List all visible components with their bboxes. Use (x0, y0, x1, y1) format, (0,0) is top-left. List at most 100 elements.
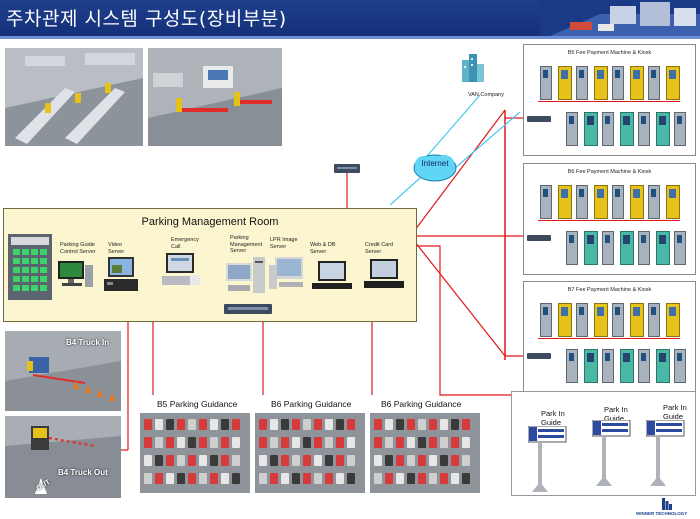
network-switch-top (334, 164, 360, 173)
fee-payment-kiosk (666, 66, 680, 100)
fee-payment-kiosk (630, 303, 644, 337)
fee-payment-kiosk (576, 66, 588, 100)
device-label-guide-control: Parking Guide Control Server (60, 242, 96, 255)
guidance-photo-b6-second (370, 413, 480, 493)
guidance-label-b6: B6 Parking Guidance (271, 399, 352, 409)
fee-payment-kiosk (602, 112, 614, 146)
emergency-call-icon (162, 253, 200, 285)
fee-payment-kiosk (674, 231, 686, 265)
room-title: Parking Management Room (141, 216, 279, 228)
guide-display-panel (8, 234, 52, 300)
web-db-server-icon (312, 261, 352, 289)
fee-payment-kiosk (656, 231, 670, 265)
gate-photo-2 (148, 48, 282, 146)
device-label-lpr-image-server: LPR Image Server (270, 237, 298, 250)
fee-payment-kiosk (566, 112, 578, 146)
park-in-sign-icon (592, 420, 631, 486)
fee-payment-kiosk (630, 66, 644, 100)
page-title: 주차관제 시스템 구성도(장비부분) (6, 8, 287, 30)
video-server-icon (104, 257, 138, 291)
gate-photo-1 (5, 48, 143, 146)
fee-payment-kiosk (576, 185, 588, 219)
fee-payment-kiosk (558, 185, 572, 219)
guidance-label-b5: B5 Parking Guidance (157, 399, 238, 409)
building-icon (462, 54, 484, 82)
device-label-credit-card-server: Credit Card Server (365, 242, 394, 255)
truck-out-label: B4 Truck Out (58, 468, 108, 477)
fee-payment-kiosk (656, 112, 670, 146)
parking-management-room: Parking Management Room Parking Guide Co… (3, 208, 417, 322)
park-in-guide-label-2: Park In Guide (604, 405, 628, 423)
management-server-icon (226, 257, 265, 293)
kiosk-bus-line (538, 220, 680, 221)
fee-payment-kiosk (540, 303, 552, 337)
van-company-label: VAN Company (468, 92, 504, 98)
fee-payment-kiosk (674, 112, 686, 146)
fee-payment-kiosk (674, 349, 686, 383)
truck-in-label: B4 Truck In (66, 338, 110, 347)
fee-payment-kiosk (638, 349, 650, 383)
park-in-guide-label-1: Park In Guide (541, 409, 565, 427)
truck-out-photo (5, 416, 121, 498)
internet-cloud (413, 154, 457, 182)
fee-payment-kiosk (648, 66, 660, 100)
fee-payment-kiosk (656, 349, 670, 383)
guidance-photo-b5 (140, 413, 250, 493)
device-label-video-server: Video Server (108, 242, 125, 255)
guidance-label-b6-second: B6 Parking Guidance (381, 399, 462, 409)
fee-payment-kiosk (648, 303, 660, 337)
fee-payment-kiosk (612, 303, 624, 337)
header-stripe (0, 36, 700, 39)
room-network-switch (224, 304, 272, 314)
device-label-management-server: Parking Management Server (230, 235, 263, 254)
fee-payment-kiosk (594, 185, 608, 219)
truck-in-photo (5, 331, 121, 411)
header-parking-illustration (540, 0, 700, 36)
fee-payment-kiosk (576, 303, 588, 337)
kiosk-group-title: B7 Fee Payment Machine & Kiosk (567, 287, 652, 293)
lpr-server-icon (269, 257, 303, 289)
fee-payment-kiosk (666, 185, 680, 219)
fee-payment-kiosk (612, 66, 624, 100)
fee-payment-kiosk (540, 66, 552, 100)
kiosk-group-title: B6 Fee Payment Machine & Kiosk (567, 169, 652, 175)
winner-logo-icon (662, 498, 672, 510)
fee-payment-kiosk (620, 231, 634, 265)
fee-payment-kiosk (620, 349, 634, 383)
kiosk-network-switch (527, 353, 551, 359)
fee-payment-kiosk (540, 185, 552, 219)
fee-payment-kiosk (584, 349, 598, 383)
fee-payment-kiosk (566, 349, 578, 383)
kiosk-bus-line (538, 338, 680, 339)
fee-payment-kiosk (648, 185, 660, 219)
fee-payment-kiosk (584, 231, 598, 265)
fee-payment-kiosk (594, 303, 608, 337)
kiosk-group-title: B5 Fee Payment Machine & Kiosk (567, 50, 652, 56)
fee-payment-kiosk (558, 66, 572, 100)
header-bar: 주차관제 시스템 구성도(장비부분) (0, 0, 700, 36)
park-in-sign-icon (528, 426, 567, 492)
fee-payment-kiosk (584, 112, 598, 146)
fee-payment-kiosk (638, 112, 650, 146)
device-label-web-db-server: Web & DB Server (310, 242, 336, 255)
device-label-emergency-call: Emergency Call (171, 237, 199, 250)
guidance-photo-b6 (255, 413, 365, 493)
credit-card-server-icon (364, 259, 404, 288)
fee-payment-kiosk (558, 303, 572, 337)
fee-payment-kiosk (594, 66, 608, 100)
kiosk-bus-line (538, 101, 680, 102)
logo-text: WINNER TECHNOLOGY (636, 511, 688, 516)
fee-payment-kiosk (638, 231, 650, 265)
fee-payment-kiosk (602, 231, 614, 265)
kiosk-network-switch (527, 235, 551, 241)
park-in-guide-label-3: Park In Guide (663, 403, 687, 421)
internet-label: Internet (421, 159, 449, 168)
computer-icon (58, 261, 93, 287)
fee-payment-kiosk (666, 303, 680, 337)
fee-payment-kiosk (602, 349, 614, 383)
fee-payment-kiosk (566, 231, 578, 265)
fee-payment-kiosk (612, 185, 624, 219)
kiosk-network-switch (527, 116, 551, 122)
park-in-sign-icon (646, 420, 685, 486)
fee-payment-kiosk (620, 112, 634, 146)
